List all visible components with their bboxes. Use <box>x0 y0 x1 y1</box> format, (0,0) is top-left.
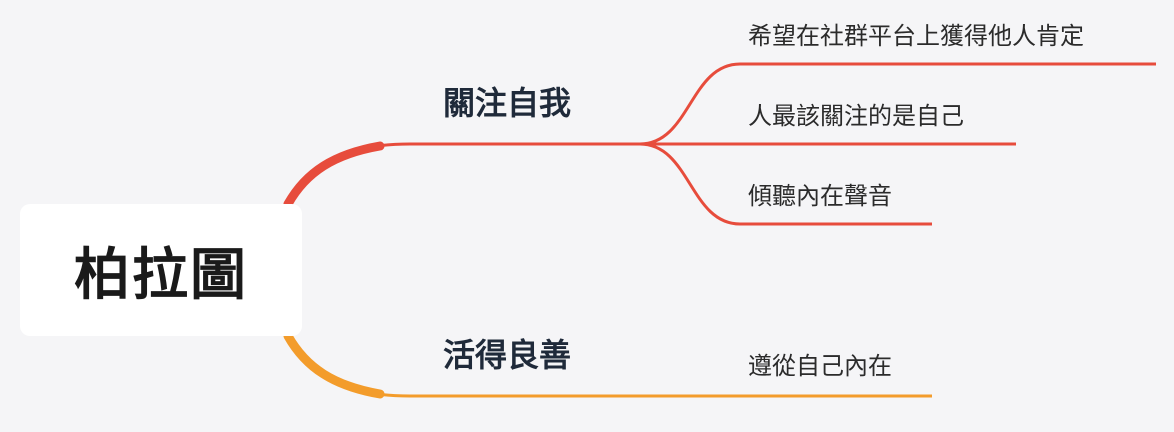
leaf-node-1-3[interactable]: 傾聽內在聲音 <box>748 182 892 210</box>
branch-node-1[interactable]: 關注自我 <box>443 84 572 122</box>
leaf-node-1-1[interactable]: 希望在社群平台上獲得他人肯定 <box>748 22 1084 50</box>
branch-node-2[interactable]: 活得良善 <box>443 336 572 374</box>
connector-root-to-branch-1 <box>282 142 640 207</box>
connector-branch-1-to-leaf-1 <box>639 62 1156 146</box>
leaf-node-2-1[interactable]: 遵從自己內在 <box>748 352 892 380</box>
root-node-label: 柏拉圖 <box>74 242 248 308</box>
connector-root-to-branch-2-thick <box>283 331 385 399</box>
leaf-node-1-2[interactable]: 人最該關注的是自己 <box>748 102 964 130</box>
connector-root-to-branch-1-thick <box>283 141 385 209</box>
root-node[interactable]: 柏拉圖 <box>20 204 302 336</box>
connector-branch-1-to-leaf-3 <box>639 142 932 226</box>
